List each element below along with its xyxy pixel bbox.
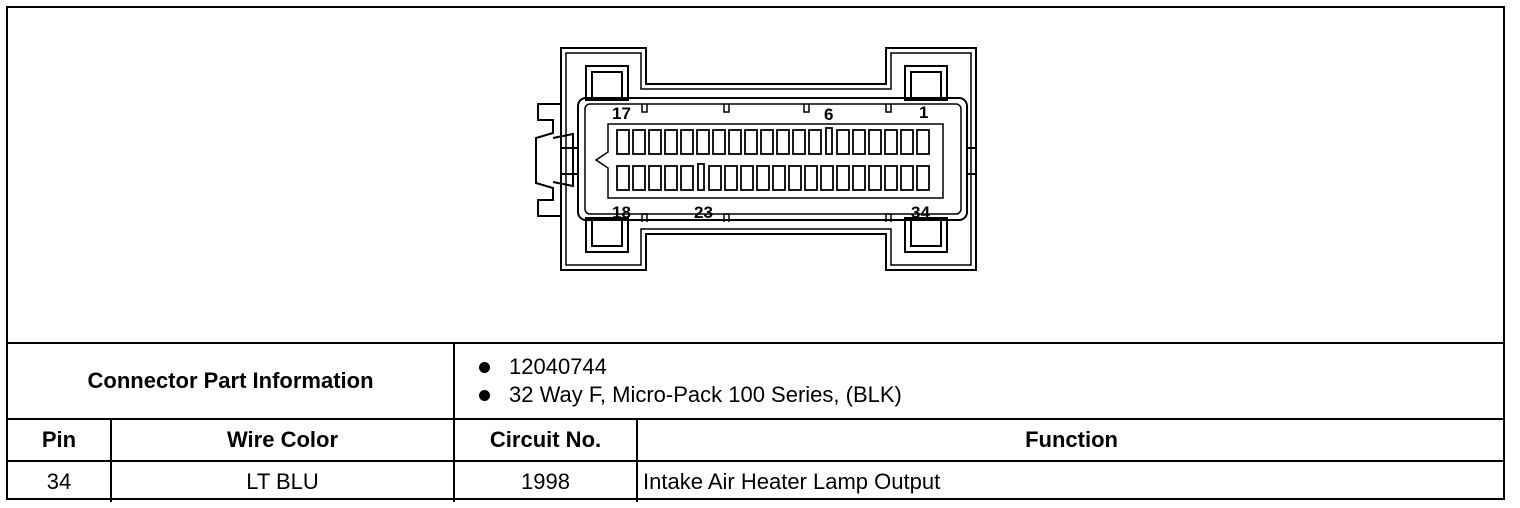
part-info-item: 12040744 bbox=[479, 353, 1505, 381]
header-function: Function bbox=[636, 418, 1506, 462]
connector-info-table: Connector Part Information 12040744 32 W… bbox=[8, 342, 1506, 502]
part-info-row: Connector Part Information 12040744 32 W… bbox=[8, 342, 1506, 420]
part-info-list: 12040744 32 Way F, Micro-Pack 100 Series… bbox=[453, 342, 1506, 420]
connector-housing-outline bbox=[560, 47, 977, 271]
table-header-row: Pin Wire Color Circuit No. Function bbox=[8, 418, 1506, 462]
header-wire-color: Wire Color bbox=[109, 418, 456, 462]
connector-drawing: 17 6 1 18 23 34 bbox=[535, 47, 977, 271]
table-row: 34 LT BLU 1998 Intake Air Heater Lamp Ou… bbox=[8, 460, 1506, 502]
part-info-item: 32 Way F, Micro-Pack 100 Series, (BLK) bbox=[479, 381, 1505, 409]
part-number: 12040744 bbox=[509, 354, 607, 379]
header-pin: Pin bbox=[8, 418, 112, 462]
pin-label-34: 34 bbox=[911, 203, 930, 222]
cell-pin: 34 bbox=[8, 460, 112, 502]
header-circuit: Circuit No. bbox=[453, 418, 639, 462]
part-description: 32 Way F, Micro-Pack 100 Series, (BLK) bbox=[509, 382, 902, 407]
connector-diagram: 17 6 1 18 23 34 bbox=[8, 8, 1505, 342]
part-info-label: Connector Part Information bbox=[8, 342, 456, 420]
pin-label-1: 1 bbox=[919, 103, 928, 122]
bullet-icon bbox=[479, 361, 491, 373]
pin-label-23: 23 bbox=[694, 203, 713, 222]
pin-label-17: 17 bbox=[612, 104, 631, 123]
connector-body bbox=[577, 97, 968, 221]
pin-label-6: 6 bbox=[824, 105, 833, 124]
cell-function: Intake Air Heater Lamp Output bbox=[636, 460, 1506, 502]
cell-circuit: 1998 bbox=[453, 460, 639, 502]
connector-sheet: 17 6 1 18 23 34 Connector Part Informati… bbox=[6, 6, 1506, 502]
bullet-icon bbox=[479, 389, 491, 401]
cell-wire-color: LT BLU bbox=[109, 460, 456, 502]
pin-label-18: 18 bbox=[612, 203, 631, 222]
